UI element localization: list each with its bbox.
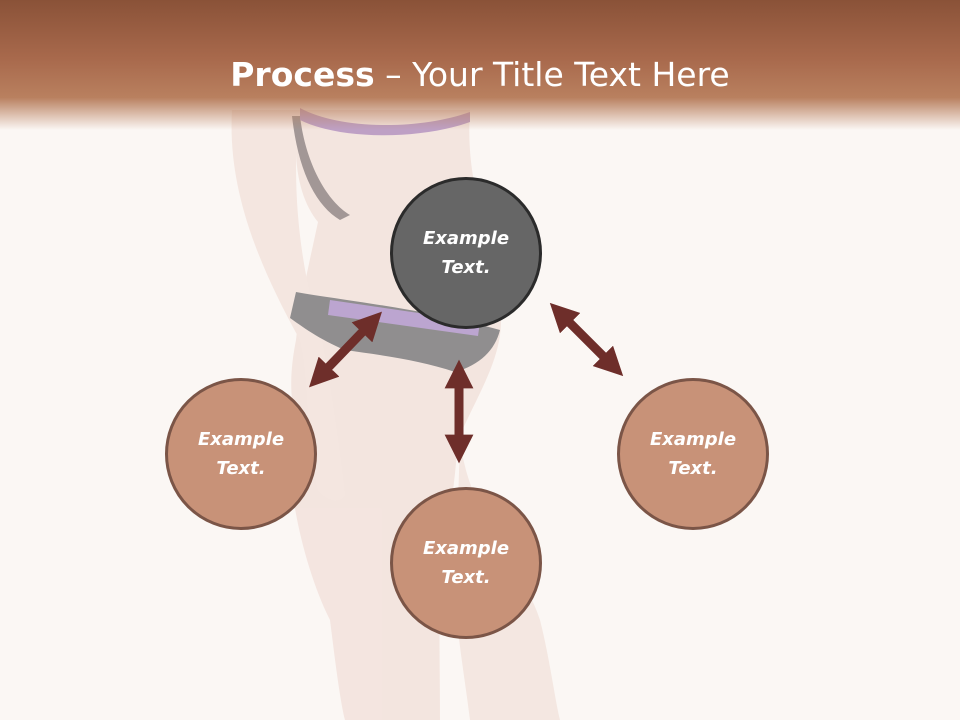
- node-center[interactable]: Example Text.: [390, 177, 542, 329]
- slide-title: Process – Your Title Text Here: [0, 52, 960, 98]
- title-bar: Process – Your Title Text Here: [0, 0, 960, 130]
- title-rest: – Your Title Text Here: [374, 55, 730, 94]
- node-right-label: Example Text.: [649, 429, 737, 479]
- title-bold: Process: [230, 55, 375, 94]
- arrow-center-left: [309, 311, 382, 388]
- node-center-label: Example Text.: [422, 228, 510, 278]
- arrow-center-right: [549, 302, 624, 377]
- node-left-label: Example Text.: [197, 429, 285, 479]
- node-right[interactable]: Example Text.: [617, 378, 769, 530]
- node-bottom[interactable]: Example Text.: [390, 487, 542, 639]
- node-bottom-label: Example Text.: [422, 538, 510, 588]
- node-left[interactable]: Example Text.: [165, 378, 317, 530]
